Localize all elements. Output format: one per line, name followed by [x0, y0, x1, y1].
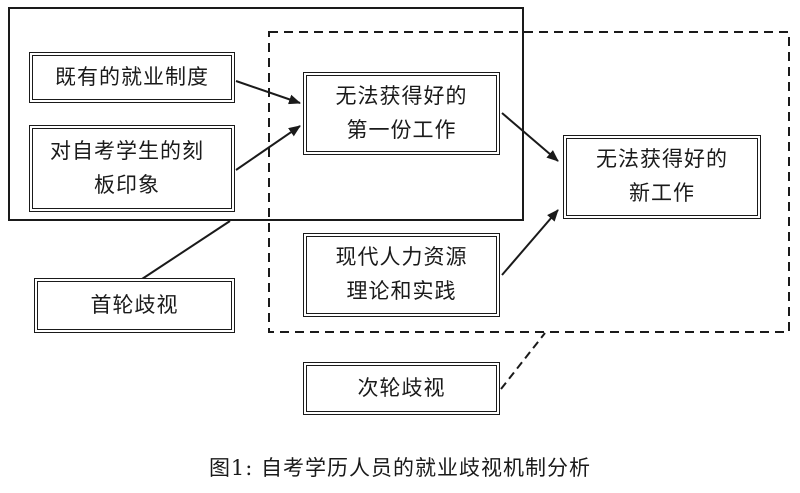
- first-job-label-line2: 第一份工作: [346, 117, 457, 142]
- stereotype-label-line2: 板印象: [94, 172, 160, 197]
- hr-theory-label-line1: 现代人力资源: [335, 245, 468, 270]
- first-round-discrimination-label: 首轮歧视: [90, 292, 179, 317]
- first-job-label: 无法获得好的 第一份工作: [304, 73, 499, 154]
- hr-theory-box: 现代人力资源 理论和实践: [303, 233, 500, 317]
- first-job-label-line1: 无法获得好的: [335, 83, 468, 108]
- new-job-box: 无法获得好的 新工作: [563, 135, 761, 219]
- new-job-label-line1: 无法获得好的: [596, 147, 728, 172]
- connector-second-round: [500, 332, 546, 390]
- hr-theory-label: 现代人力资源 理论和实践: [304, 234, 499, 316]
- second-round-frame: [268, 31, 790, 333]
- second-round-discrimination-box: 次轮歧视: [303, 362, 500, 415]
- existing-employment-system-label: 既有的就业制度: [55, 64, 209, 89]
- new-job-label-line2: 新工作: [629, 181, 695, 205]
- new-job-label: 无法获得好的 新工作: [564, 136, 760, 218]
- first-job-box: 无法获得好的 第一份工作: [303, 72, 500, 155]
- existing-employment-system-box: 既有的就业制度: [29, 52, 235, 103]
- second-round-discrimination-label: 次轮歧视: [357, 375, 446, 400]
- first-round-frame: [8, 7, 524, 221]
- arrow-existing-to-first-job: [235, 80, 301, 105]
- arrow-first-job-to-new-job: [501, 112, 559, 162]
- hr-theory-label-line2: 理论和实践: [346, 279, 457, 303]
- arrow-stereotype-to-first-job: [235, 125, 301, 171]
- first-round-discrimination-box: 首轮歧视: [34, 278, 235, 333]
- arrow-hr-to-new-job: [501, 209, 559, 276]
- stereotype-label-line1: 对自考学生的刻: [50, 138, 204, 163]
- stereotype-box: 对自考学生的刻 板印象: [29, 125, 235, 212]
- figure-caption: 图1: 自考学历人员的就业歧视机制分析: [208, 456, 592, 480]
- connector-first-round: [141, 220, 231, 280]
- stereotype-label: 对自考学生的刻 板印象: [30, 126, 234, 211]
